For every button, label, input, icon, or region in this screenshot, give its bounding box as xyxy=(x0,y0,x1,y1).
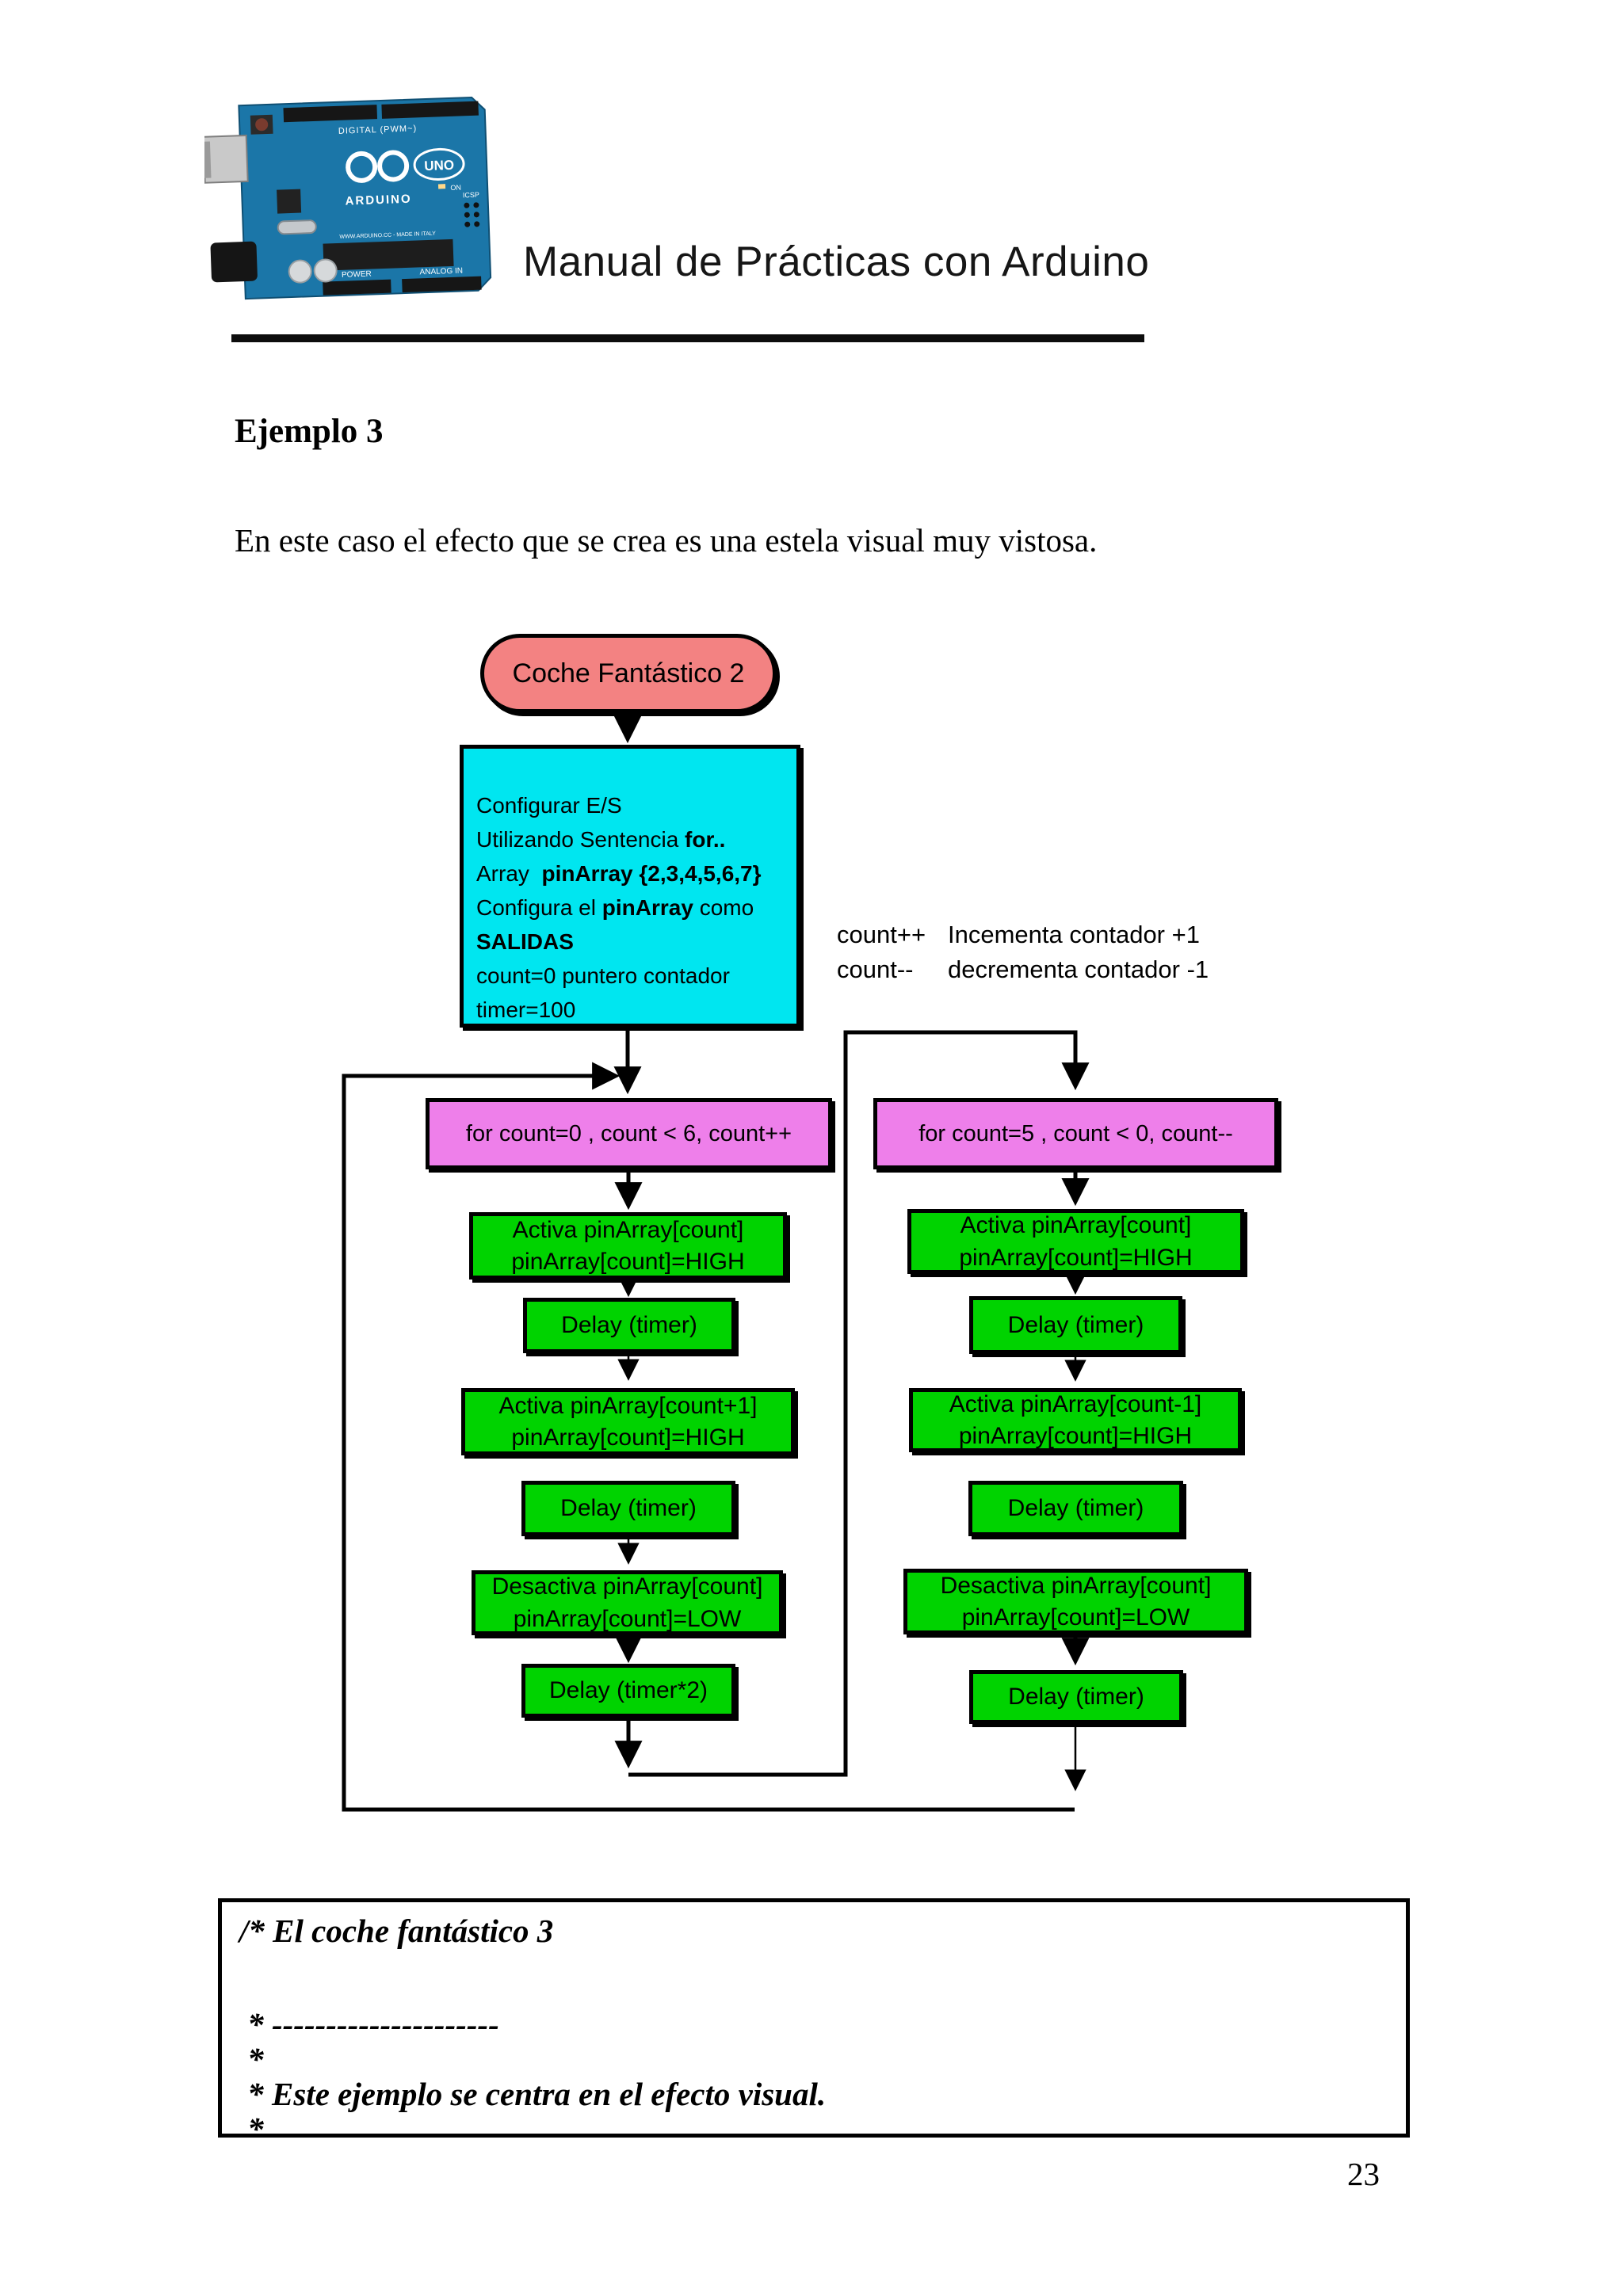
brand-label: ARDUINO xyxy=(345,193,412,208)
note-code: count++ xyxy=(837,921,926,948)
step-line: Desactiva pinArray[count] xyxy=(491,1573,763,1600)
step-line: pinArray[count]=LOW xyxy=(961,1604,1190,1630)
config-line: timer=100 xyxy=(476,997,576,1022)
step-line: Activa pinArray[count] xyxy=(960,1212,1192,1238)
step-line: Delay (timer) xyxy=(561,1312,697,1339)
connector-outer-loop xyxy=(342,1062,1075,1812)
made-in-label: WWW.ARDUINO.CC - MADE IN ITALY xyxy=(339,231,436,240)
model-label: UNO xyxy=(424,158,454,174)
code-comment-box: /* El coche fantástico 3 * -------------… xyxy=(218,1898,1410,2146)
step-line: Activa pinArray[count-1] xyxy=(949,1390,1202,1417)
flow-step: Activa pinArray[count] pinArray[count]=H… xyxy=(469,1212,787,1280)
step-line: Activa pinArray[count] xyxy=(512,1216,744,1243)
code-line: * xyxy=(239,2041,264,2077)
flow-step: Delay (timer) xyxy=(968,1481,1183,1536)
flow-step: Desactiva pinArray[count] pinArray[count… xyxy=(472,1570,783,1635)
digital-label: DIGITAL (PWM~) xyxy=(338,124,418,135)
step-line: Delay (timer) xyxy=(560,1495,697,1522)
flow-step: Delay (timer*2) xyxy=(521,1664,735,1718)
step-line: pinArray[count]=LOW xyxy=(513,1605,742,1632)
section-heading: Ejemplo 3 xyxy=(235,413,384,450)
code-line: * xyxy=(239,2111,264,2147)
step-line: Delay (timer) xyxy=(1008,1684,1144,1711)
flow-step: Desactiva pinArray[count] pinArray[count… xyxy=(903,1569,1248,1634)
step-line: pinArray[count]=HIGH xyxy=(958,1423,1193,1449)
thin-connectors xyxy=(617,1354,1086,1791)
code-line: * Este ejemplo se centra en el efecto vi… xyxy=(239,2076,827,2112)
for-right-label: for count=5 , count < 0, count-- xyxy=(918,1120,1233,1146)
config-line: SALIDAS xyxy=(476,929,574,954)
capacitor xyxy=(288,259,312,284)
start-label: Coche Fantástico 2 xyxy=(512,658,745,688)
flow-start-node: Coche Fantástico 2 xyxy=(480,634,777,713)
main-chip xyxy=(323,238,454,271)
page-number: 23 xyxy=(1347,2156,1380,2192)
step-line: Delay (timer) xyxy=(1007,1495,1144,1522)
config-line: count=0 puntero contador xyxy=(476,963,730,988)
step-line: Delay (timer) xyxy=(1007,1311,1144,1338)
step-line: pinArray[count]=HIGH xyxy=(511,1249,745,1275)
usb-port-front xyxy=(204,141,212,178)
page-title: Manual de Prácticas con Arduino xyxy=(523,238,1150,285)
config-line: Configurar E/S xyxy=(476,793,622,818)
arduino-logo-icon2 xyxy=(377,150,410,182)
config-line: Configura el pinArray como xyxy=(476,895,754,920)
for-left-label: for count=0 , count < 6, count++ xyxy=(465,1120,792,1146)
header-rule xyxy=(231,334,1144,342)
on-label: ON xyxy=(450,183,461,191)
flow-for-right: for count=5 , count < 0, count-- xyxy=(873,1098,1278,1169)
digital-header-strip xyxy=(283,105,378,123)
flow-step: Delay (timer) xyxy=(521,1481,735,1536)
usb-port xyxy=(204,134,249,184)
note-code: count-- xyxy=(837,955,914,983)
on-led xyxy=(437,184,446,189)
flow-step: Activa pinArray[count] pinArray[count]=H… xyxy=(907,1209,1244,1274)
intro-text: En este caso el efecto que se crea es un… xyxy=(235,522,1098,559)
flow-step: Delay (timer) xyxy=(969,1670,1183,1724)
power-label: POWER xyxy=(342,270,372,280)
thick-connectors xyxy=(342,714,1090,1812)
flow-step: Delay (timer) xyxy=(969,1296,1182,1354)
arduino-board: DIGITAL (PWM~) POWER ANALOG IN UNO ARDUI… xyxy=(204,96,492,300)
icsp-label: ICSP xyxy=(463,191,479,200)
uno-oval xyxy=(413,147,465,181)
flow-step: Activa pinArray[count-1] pinArray[count]… xyxy=(909,1388,1242,1452)
capacitor2 xyxy=(313,258,338,283)
flow-step: Delay (timer) xyxy=(523,1298,735,1353)
note-desc: Incementa contador +1 xyxy=(948,921,1200,948)
reset-button-cap xyxy=(255,118,269,132)
count-note: count++ Incementa contador +1 count-- de… xyxy=(837,917,1209,987)
note-desc: decrementa contador -1 xyxy=(948,955,1209,983)
code-line: /* El coche fantástico 3 xyxy=(239,1913,554,1949)
step-line: pinArray[count]=HIGH xyxy=(511,1425,745,1451)
analog-header-strip xyxy=(402,276,482,293)
step-line: Desactiva pinArray[count] xyxy=(940,1572,1212,1599)
digital-header-strip2 xyxy=(381,101,479,119)
step-line: Activa pinArray[count+1] xyxy=(498,1392,758,1419)
config-line: Array pinArray {2,3,4,5,6,7} xyxy=(476,861,762,886)
step-line: pinArray[count]=HIGH xyxy=(959,1244,1193,1271)
arduino-logo-icon xyxy=(346,151,378,183)
flow-step: Activa pinArray[count+1] pinArray[count]… xyxy=(461,1388,795,1455)
power-jack xyxy=(210,241,258,283)
config-line: Utilizando Sentencia for.. xyxy=(476,827,726,852)
step-line: Delay (timer*2) xyxy=(548,1677,708,1704)
flow-for-left: for count=0 , count < 6, count++ xyxy=(426,1098,832,1169)
code-line: * --------------------- xyxy=(239,2006,499,2042)
flow-config-node: Configurar E/S Utilizando Sentencia for..… xyxy=(460,745,800,1028)
crystal-oscillator xyxy=(277,219,317,235)
icsp-pins xyxy=(464,202,480,227)
power-header-strip xyxy=(323,279,391,296)
small-chip xyxy=(277,189,302,214)
connector-left-to-right-for xyxy=(628,1030,1090,1777)
arduino-board-photo: DIGITAL (PWM~) POWER ANALOG IN UNO ARDUI… xyxy=(204,96,492,300)
analog-label: ANALOG IN xyxy=(419,266,463,277)
